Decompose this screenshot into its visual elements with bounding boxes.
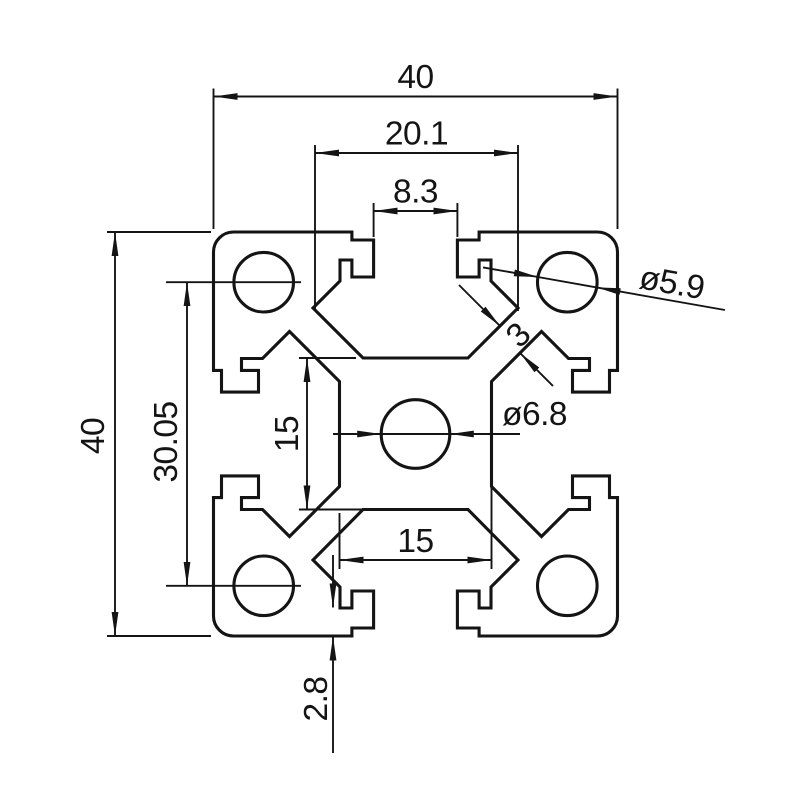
dim-core-width: 15 (338, 382, 493, 569)
dim-label-corner-hole-diameter: ø5.9 (637, 259, 707, 307)
leader-line (482, 266, 539, 278)
corner-hole-bottom-right (535, 554, 599, 618)
dim-label-slot-pitch: 20.1 (385, 116, 448, 153)
dim-label-core-height: 15 (269, 416, 306, 452)
dim-lip-thickness: 2.8 (298, 555, 337, 753)
dim-core-height: 15 (269, 357, 371, 511)
dim-slot-pitch: 20.1 (314, 116, 519, 311)
dim-center-hole-diameter: ø6.8 (333, 396, 568, 438)
leader-line (458, 284, 501, 327)
dim-label-core-width: 15 (397, 523, 433, 560)
dim-label-slot-opening: 8.3 (393, 174, 438, 211)
dim-label-overall-width: 40 (397, 59, 433, 96)
corner-hole-top-right (535, 250, 599, 314)
dim-slot-opening: 8.3 (372, 174, 459, 237)
dim-label-hole-spacing: 30.05 (148, 401, 185, 482)
dim-label-overall-height: 40 (75, 418, 112, 454)
dim-label-lip-thickness: 2.8 (298, 676, 335, 721)
leader-line (596, 286, 726, 311)
dim-overall-width: 40 (212, 59, 619, 229)
leader-line (519, 352, 554, 387)
dim-label-center-hole-diameter: ø6.8 (502, 396, 567, 433)
dim-corner-hole-diameter: ø5.9 (482, 259, 726, 311)
dim-hole-spacing: 30.05 (148, 281, 301, 587)
dim-overall-height: 40 (75, 231, 211, 637)
leader-line (537, 276, 597, 289)
profile-outline (211, 230, 620, 638)
dim-label-web-thickness: 3 (499, 316, 538, 355)
